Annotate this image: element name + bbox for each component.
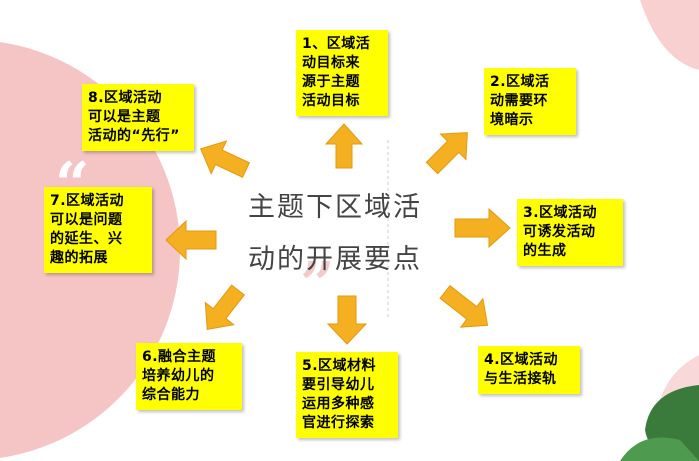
point-box-6: 6.融合主题 培养幼儿的 综合能力: [136, 343, 242, 410]
point-box-8: 8.区域活动 可以是主题 活动的“先行”: [82, 84, 194, 151]
arrow-down: [326, 295, 368, 345]
point-box-2: 2.区域活 动需要环 境暗示: [484, 68, 576, 135]
point-box-3: 3.区域活动 可诱发活动 的生成: [517, 199, 623, 266]
center-topic: 主题下区域活 动的开展要点: [248, 192, 422, 275]
arrow-left: [165, 219, 217, 261]
point-box-5: 5.区域材料 要引导幼儿 运用多种感 官进行探索: [296, 352, 398, 438]
quote-mark-icon-2: ”: [300, 250, 335, 320]
pink-blob-top-right: [640, 0, 699, 70]
arrow-up: [324, 123, 364, 169]
point-box-7: 7.区域活动 可以是问题 的延生、兴 趣的拓展: [44, 187, 152, 273]
leaf-icon-2: [620, 437, 699, 461]
point-box-4: 4.区域活动 与生活接轨: [478, 346, 580, 394]
arrow-up-right: [425, 132, 468, 175]
arrow-down-right: [439, 284, 489, 328]
point-box-1: 1、区域活 动目标来 源于主题 活动目标: [296, 30, 388, 116]
arrow-up-left: [200, 140, 251, 178]
arrow-right: [454, 207, 511, 249]
arrow-down-left: [204, 284, 246, 330]
